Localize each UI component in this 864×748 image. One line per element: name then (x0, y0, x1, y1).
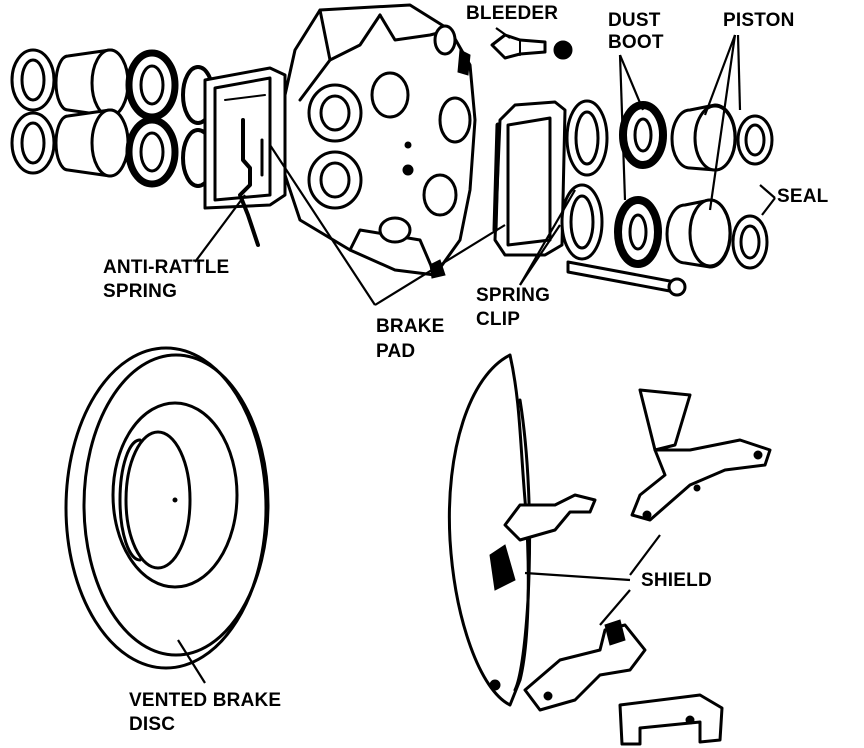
left-seal-top (10, 48, 56, 112)
caliper-body (283, 3, 477, 279)
label-dust-boot-line2: BOOT (608, 32, 664, 53)
label-bleeder: BLEEDER (466, 3, 559, 24)
label-vented-disc-line2: DISC (129, 714, 176, 735)
vented-brake-disc (64, 346, 270, 670)
label-brake-pad-line1: BRAKE (376, 316, 445, 337)
right-piston-upper (670, 103, 737, 172)
splash-shield (447, 353, 772, 746)
label-dust-boot-line1: DUST (608, 10, 661, 31)
left-seal-bottom (10, 111, 56, 175)
left-piston-bottom (54, 108, 130, 178)
label-seal: SEAL (777, 186, 829, 207)
label-shield: SHIELD (641, 570, 712, 591)
label-spring-clip-line1: SPRING (476, 285, 551, 306)
right-piston-lower (665, 198, 732, 269)
label-spring-clip-line2: CLIP (476, 309, 521, 330)
label-brake-pad-line2: PAD (376, 341, 416, 362)
left-piston-top (54, 48, 130, 118)
guide-pin (566, 260, 687, 297)
right-brake-pad (492, 100, 567, 257)
left-dust-boot-top (125, 49, 179, 121)
bleeder-valve (490, 33, 573, 60)
label-anti-rattle-line2: SPRING (103, 281, 178, 302)
right-seal-lower (560, 183, 604, 261)
label-vented-disc-line1: VENTED BRAKE (129, 690, 282, 711)
label-anti-rattle-line1: ANTI-RATTLE (103, 257, 230, 278)
right-dust-boot-upper (619, 101, 667, 169)
left-dust-boot-bottom (125, 116, 179, 188)
right-dust-boot-lower (614, 196, 662, 268)
label-piston: PISTON (723, 10, 795, 31)
right-seal-outer-upper (736, 114, 774, 166)
leader-lines (177, 27, 776, 684)
anti-rattle-spring (238, 118, 264, 247)
right-seal-outer-lower (731, 214, 769, 270)
right-seal-upper (565, 99, 609, 177)
